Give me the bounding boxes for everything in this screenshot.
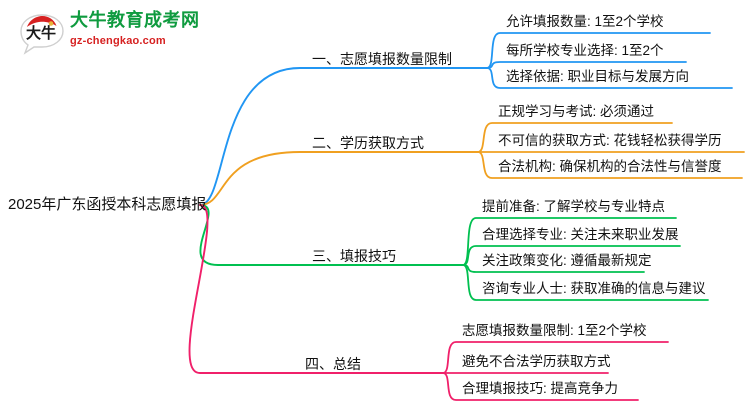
- leaf-node-2-3[interactable]: 合法机构: 确保机构的合法性与信誉度: [498, 159, 722, 174]
- leaf-node-1-2[interactable]: 每所学校专业选择: 1至2个: [506, 43, 664, 58]
- leaf-node-4-1[interactable]: 志愿填报数量限制: 1至2个学校: [462, 323, 647, 338]
- logo-mark-text: 大牛: [26, 24, 56, 42]
- leaf-node-2-1[interactable]: 正规学习与考试: 必须通过: [498, 104, 655, 119]
- logo-text-block: 大牛教育成考网 gz-chengkao.com: [70, 9, 200, 49]
- branch-label-3[interactable]: 三、填报技巧: [312, 248, 396, 264]
- leaf-node-3-1[interactable]: 提前准备: 了解学校与专业特点: [482, 199, 666, 214]
- branch-label-4[interactable]: 四、总结: [305, 356, 361, 372]
- logo-mark-icon: 大牛: [20, 14, 64, 55]
- leaf-node-1-1[interactable]: 允许填报数量: 1至2个学校: [506, 14, 664, 29]
- leaf-node-1-3[interactable]: 选择依据: 职业目标与发展方向: [506, 69, 690, 84]
- logo-site-name: 大牛教育成考网: [70, 10, 200, 30]
- leaf-node-4-3[interactable]: 合理填报技巧: 提高竞争力: [462, 381, 619, 396]
- site-logo[interactable]: 大牛 大牛教育成考网 gz-chengkao.com: [18, 8, 218, 60]
- leaf-node-4-2[interactable]: 避免不合法学历获取方式: [462, 354, 611, 369]
- logo-site-url: gz-chengkao.com: [70, 35, 166, 47]
- root-node[interactable]: 2025年广东函授本科志愿填报: [8, 196, 207, 213]
- branch-label-1[interactable]: 一、志愿填报数量限制: [312, 51, 452, 67]
- leaf-node-3-2[interactable]: 合理选择专业: 关注未来职业发展: [482, 227, 679, 242]
- leaf-node-3-4[interactable]: 咨询专业人士: 获取准确的信息与建议: [482, 281, 706, 296]
- branch-label-2[interactable]: 二、学历获取方式: [312, 135, 424, 151]
- leaf-node-3-3[interactable]: 关注政策变化: 遵循最新规定: [482, 253, 652, 268]
- leaf-node-2-2[interactable]: 不可信的获取方式: 花钱轻松获得学历: [498, 133, 722, 148]
